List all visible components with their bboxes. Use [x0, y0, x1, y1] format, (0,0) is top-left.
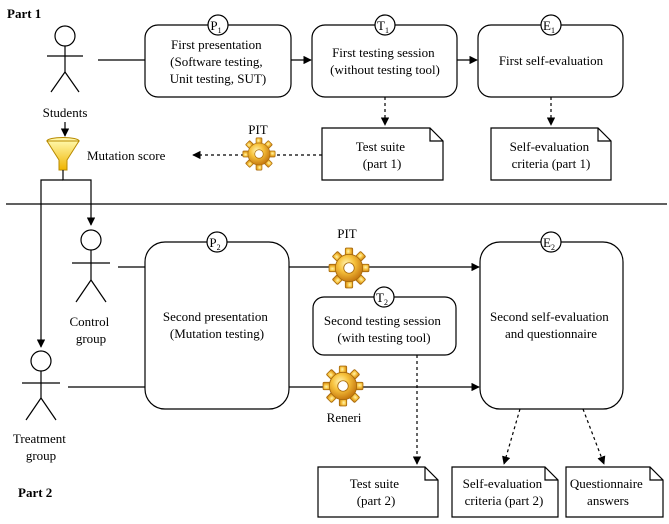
- e2-to-criteria-2-arrow: [502, 408, 521, 465]
- questionnaire-line-1: Questionnaire: [570, 476, 643, 491]
- p1-letter: P: [210, 18, 217, 33]
- svg-text:First presentation (Softwa: First presentation (Software testing, Un…: [170, 37, 266, 86]
- svg-text:Control group: Control group: [70, 314, 113, 346]
- svg-text:Second self-evaluation and: Second self-evaluation and questionnaire: [490, 309, 612, 341]
- e1-letter: E: [543, 18, 551, 33]
- svg-text:Second presentation (Mutat: Second presentation (Mutation testing): [163, 309, 271, 341]
- pit-gear-icon-bottom: [328, 247, 370, 289]
- pit-bottom-label: PIT: [337, 226, 357, 241]
- p2-sub: 2: [217, 243, 221, 252]
- self-eval-criteria-1-document: [490, 127, 612, 181]
- t2-letter: T: [376, 290, 384, 305]
- first-self-evaluation-label: First self-evaluation: [499, 53, 604, 68]
- t2-sub: 2: [384, 298, 388, 307]
- e2-sub: 2: [551, 243, 555, 252]
- treatment-label-line-1: Treatment: [13, 431, 66, 446]
- questionnaire-line-2: answers: [587, 493, 629, 508]
- svg-text:Self-evaluation criteria (: Self-evaluation criteria (part 1): [510, 139, 593, 171]
- mutation-score-label: Mutation score: [87, 148, 166, 163]
- svg-text:Second testing session (wi: Second testing session (with testing too…: [324, 313, 444, 345]
- criteria-1-line-1: Self-evaluation: [510, 139, 590, 154]
- t2-circle: T2: [373, 286, 395, 308]
- test-suite-1-document: [321, 127, 444, 181]
- e1-circle: E1: [540, 14, 562, 36]
- second-presentation-line-1: Second presentation: [163, 309, 269, 324]
- p2-circle: P2: [206, 231, 228, 253]
- svg-text:Treatment group: Treatment group: [13, 431, 69, 463]
- reneri-label: Reneri: [327, 410, 362, 425]
- pit-gear-icon-top: [242, 137, 276, 171]
- control-label-line-2: group: [76, 331, 106, 346]
- second-self-eval-line-2: and questionnaire: [505, 326, 597, 341]
- e2-to-questionnaire-arrow: [582, 408, 606, 465]
- treatment-label-line-2: group: [26, 448, 56, 463]
- students-actor-icon: [47, 25, 83, 93]
- pit-top-label: PIT: [248, 122, 268, 137]
- first-testing-line-1: First testing session: [332, 45, 435, 60]
- p2-letter: P: [209, 235, 216, 250]
- second-self-eval-line-1: Second self-evaluation: [490, 309, 609, 324]
- self-eval-criteria-2-document: [451, 466, 559, 518]
- funnel-to-control-arrow: [62, 170, 96, 226]
- t1-sub: 1: [385, 26, 389, 35]
- svg-text:T1: T1: [377, 18, 389, 35]
- svg-text:P1: P1: [210, 18, 221, 35]
- svg-text:Test suite (part 2): Test suite (part 2): [350, 476, 403, 508]
- svg-text:E1: E1: [543, 18, 555, 35]
- svg-text:E2: E2: [543, 235, 555, 252]
- first-presentation-line-2: (Software testing,: [170, 54, 262, 69]
- questionnaire-answers-document: [565, 466, 664, 518]
- criteria-1-line-2: criteria (part 1): [512, 156, 591, 171]
- reneri-gear-icon: [322, 365, 364, 407]
- second-presentation-line-2: (Mutation testing): [170, 326, 264, 341]
- first-testing-line-2: (without testing tool): [330, 62, 440, 77]
- test-suite-1-line-2: (part 1): [363, 156, 402, 171]
- first-presentation-line-1: First presentation: [171, 37, 262, 52]
- svg-text:Questionnaire answers: Questionnaire answers: [570, 476, 646, 508]
- treatment-group-actor-icon: [22, 350, 60, 421]
- svg-text:T2: T2: [376, 290, 388, 307]
- test-suite-1-line-1: Test suite: [356, 139, 406, 154]
- funnel-icon: [46, 137, 80, 171]
- test-suite-2-document: [317, 466, 439, 518]
- second-testing-line-1: Second testing session: [324, 313, 441, 328]
- criteria-2-line-1: Self-evaluation: [463, 476, 543, 491]
- control-group-actor-icon: [72, 229, 110, 303]
- control-label-line-1: Control: [70, 314, 110, 329]
- svg-text:First testing session (wit: First testing session (without testing t…: [330, 45, 440, 77]
- funnel-to-treatment-arrow: [36, 179, 63, 348]
- first-testing-session-box: [311, 24, 458, 98]
- svg-text:Test suite (part 1): Test suite (part 1): [356, 139, 409, 171]
- t1-letter: T: [377, 18, 385, 33]
- p1-sub: 1: [218, 26, 222, 35]
- first-presentation-line-3: Unit testing, SUT): [170, 71, 266, 86]
- students-label: Students: [43, 105, 88, 120]
- part-1-label: Part 1: [7, 6, 41, 21]
- svg-text:Self-evaluation criteria (: Self-evaluation criteria (part 2): [463, 476, 546, 508]
- criteria-2-line-2: criteria (part 2): [465, 493, 544, 508]
- second-testing-line-2: (with testing tool): [337, 330, 430, 345]
- p1-circle: P1: [207, 14, 229, 36]
- test-suite-2-line-2: (part 2): [357, 493, 396, 508]
- svg-text:P2: P2: [209, 235, 220, 252]
- part-2-label: Part 2: [18, 485, 52, 500]
- e2-letter: E: [543, 235, 551, 250]
- e1-sub: 1: [551, 26, 555, 35]
- t1-circle: T1: [374, 14, 396, 36]
- test-suite-2-line-1: Test suite: [350, 476, 400, 491]
- e2-circle: E2: [540, 231, 562, 253]
